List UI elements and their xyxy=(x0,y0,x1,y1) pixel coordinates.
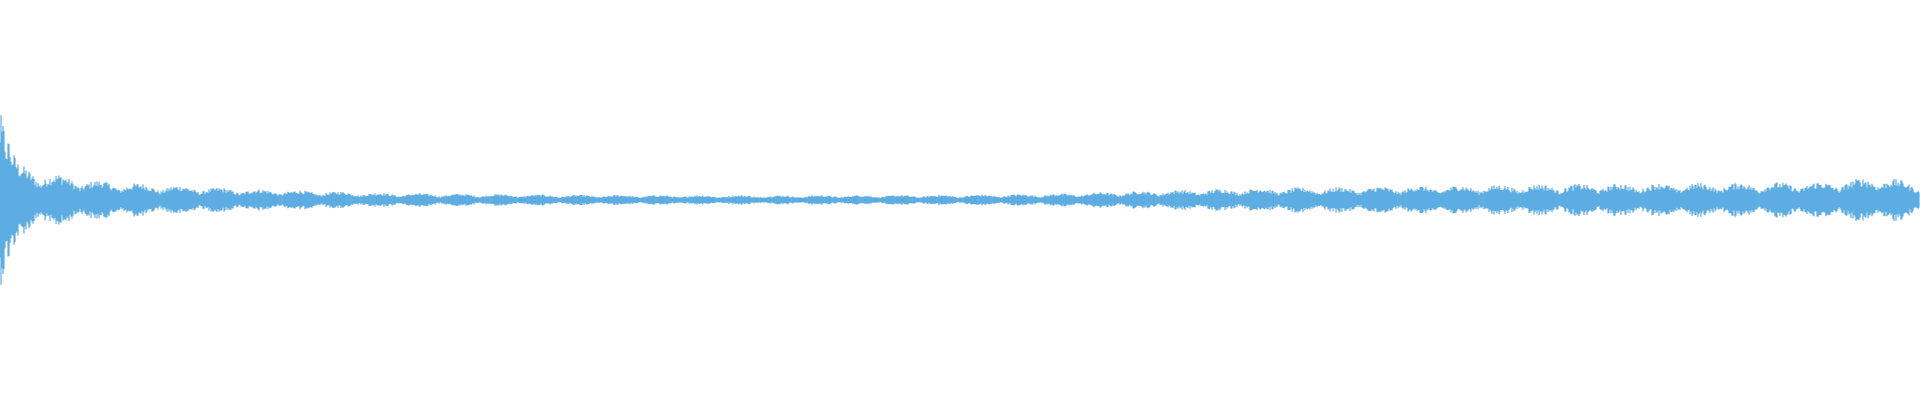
waveform-path xyxy=(0,115,1920,285)
waveform-bars xyxy=(0,115,1920,285)
